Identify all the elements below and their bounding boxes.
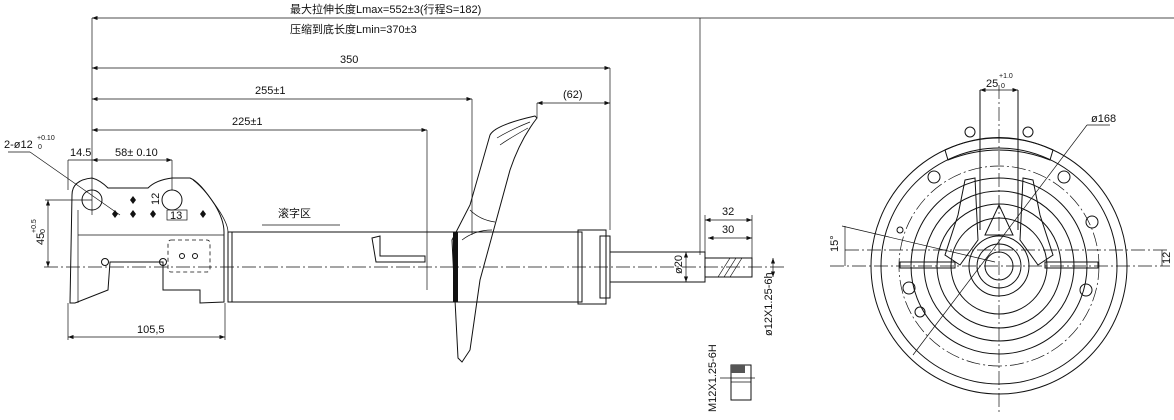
dim-255: 255±1 (255, 85, 286, 97)
dim-top-width-tol-lower: 0 (1001, 83, 1005, 90)
dim-12-slot: 12 (150, 193, 162, 205)
dim-62: (62) (563, 89, 583, 101)
dim-thread: ø12X1.25-6h (763, 272, 775, 336)
dim-45: 45 (35, 233, 47, 245)
dim-45-tol-lower: 0 (40, 229, 47, 233)
nut-detail (720, 364, 755, 401)
dim-top-width-tol-upper: +1.0 (999, 73, 1013, 80)
dim-holes-tol-lower: 0 (38, 144, 42, 151)
dim-14-5: 14.5 (70, 147, 91, 159)
dim-32: 32 (722, 206, 734, 218)
length-dimensions: 350 255±1 225±1 (62) (91, 15, 1174, 290)
dim-holes: 2-ø12 (4, 139, 33, 151)
rod-thread (704, 257, 753, 278)
dim-30: 30 (722, 224, 734, 236)
dim-225: 225±1 (232, 116, 263, 128)
marking-zone-label: 滚字区 (278, 206, 311, 220)
dim-mount-dia: ø168 (1091, 113, 1116, 125)
dim-rod-dia: ø20 (673, 255, 685, 274)
top-mount-view (830, 85, 1170, 415)
dim-offset: 12 (1161, 252, 1173, 264)
dim-top-width: 25 (986, 78, 998, 90)
dim-58: 58± 0.10 (115, 147, 158, 159)
dim-13-slot: 13 (170, 210, 182, 222)
dim-105-5: 105,5 (137, 324, 165, 336)
lmax-note: 最大拉伸长度Lmax=552±3(行程S=182) (290, 2, 481, 16)
mount-hole-2 (161, 189, 183, 211)
dim-holes-tol-upper: +0.10 (37, 135, 55, 142)
lmin-note: 压缩到底长度Lmin=370±3 (290, 22, 417, 36)
nut-thread-label: M12X1.25-6H (707, 344, 719, 412)
dim-45-tol-upper: +0.5 (31, 219, 38, 233)
dim-350: 350 (340, 54, 358, 66)
knuckle-bracket (8, 151, 229, 304)
dim-angle: 15° (829, 235, 841, 252)
spring-seat (451, 115, 538, 363)
